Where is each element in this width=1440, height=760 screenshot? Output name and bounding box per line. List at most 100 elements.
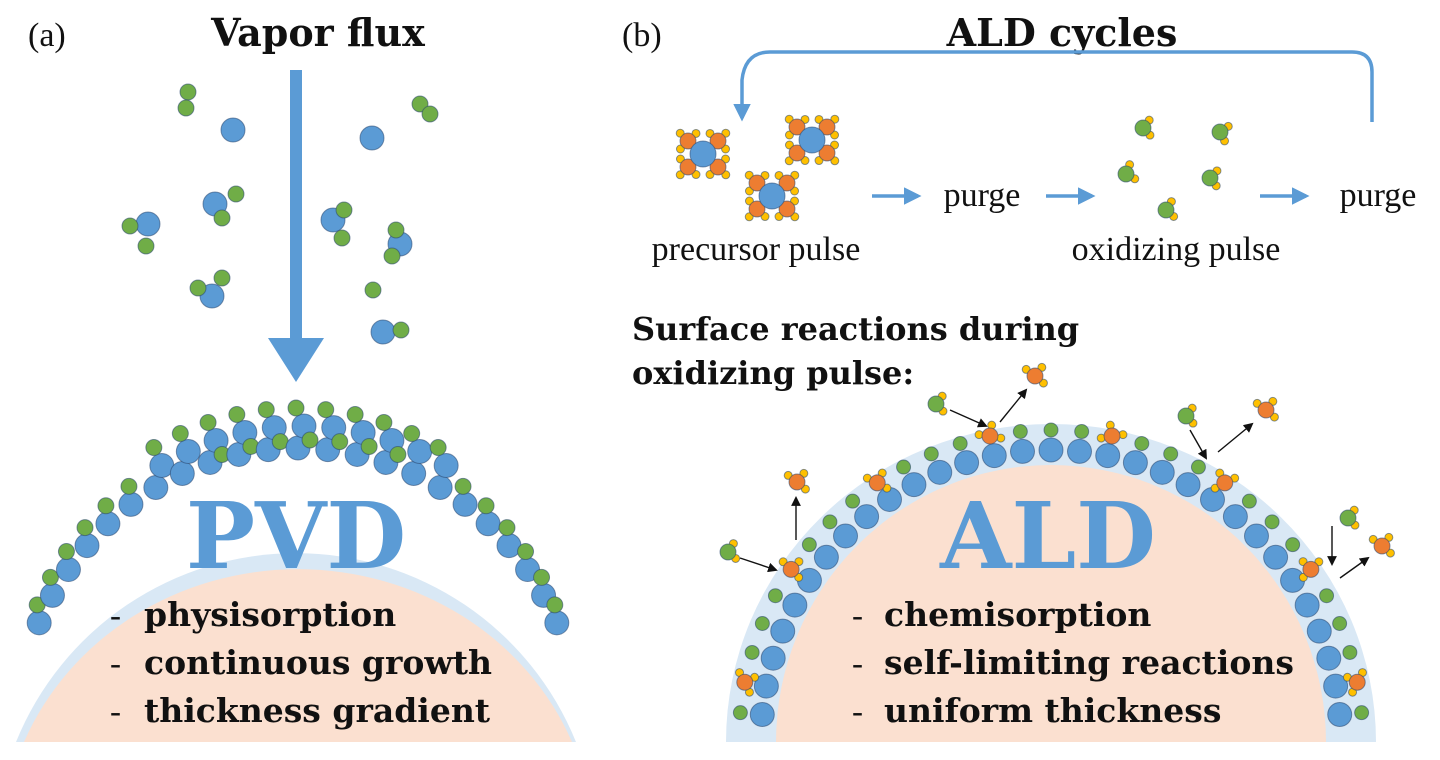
oxygen-atom (429, 439, 447, 457)
panel-b-tag: (b) (622, 17, 662, 54)
ligand-atom (818, 144, 836, 162)
oxygen-atom (896, 459, 912, 475)
oxidizer-molecule (1201, 166, 1222, 191)
metal-atom (118, 491, 144, 517)
ligand-group (784, 140, 810, 166)
ligand-atom (981, 427, 999, 445)
oxygen-atom (137, 237, 155, 255)
metal-atom (1222, 504, 1248, 530)
oxygen-atom (403, 425, 421, 443)
bullet-dash: - (852, 598, 863, 634)
oxygen-atom (1201, 169, 1219, 187)
bullet-dash: - (110, 646, 121, 682)
oxidizer-molecule (719, 539, 741, 563)
metal-atom (1175, 472, 1201, 498)
metal-atom (135, 211, 161, 237)
metal-atom (496, 533, 522, 559)
oxygen-atom (228, 405, 246, 423)
pvd-label: PVD (186, 482, 406, 590)
metal-atom (1122, 450, 1148, 476)
surface-reactions-heading-line1: Surface reactions during (632, 310, 1079, 348)
oxygen-atom (477, 497, 495, 515)
oxygen-atom (1319, 588, 1335, 604)
ligand-atom (748, 174, 766, 192)
pvd-bullet-list: - physisorption - continuous growth - th… (110, 595, 492, 730)
ligand-group (814, 114, 840, 140)
reaction-arrow (1339, 556, 1370, 579)
pvd-bullet-thickness-gradient: thickness gradient (144, 691, 491, 730)
metal-atom (1316, 645, 1342, 671)
metal-atom (1263, 544, 1289, 570)
metal-atom (1067, 438, 1093, 464)
metal-atom (1294, 592, 1320, 618)
oxygen-atom (76, 519, 94, 537)
metal-atom (370, 319, 396, 345)
metal-atom (1243, 523, 1269, 549)
metal-atom (758, 182, 786, 210)
reaction-arrow (999, 388, 1028, 423)
oxygen-atom (179, 83, 197, 101)
oxygen-atom (387, 221, 405, 239)
ligand-atom (788, 118, 806, 136)
bullet-dash: - (110, 598, 121, 634)
oxygen-atom (213, 269, 231, 287)
oxygen-atom (287, 399, 305, 417)
ligand-group (778, 557, 804, 582)
oxygen-atom (1354, 705, 1370, 721)
ligand-group (1342, 668, 1367, 697)
pvd-bullet-physisorption: physisorption (144, 595, 396, 634)
ligand-atom (778, 174, 796, 192)
oxygen-atom (375, 413, 393, 431)
oxidizer-molecule (1177, 403, 1198, 428)
oxygen-atom (1157, 201, 1175, 219)
metal-atom (220, 117, 246, 143)
oxygen-atom (801, 537, 817, 553)
cycle-loop-arrow (733, 50, 1374, 122)
ald-label: ALD (939, 482, 1156, 590)
oxidizer-molecule (1339, 505, 1360, 530)
ligand-group (1298, 557, 1324, 582)
ligand-atom (818, 118, 836, 136)
metal-atom (770, 618, 796, 644)
ligand-atom (736, 673, 754, 691)
bullet-dash: - (852, 694, 863, 730)
oxygen-atom (1211, 123, 1229, 141)
pvd-bullet-continuous-growth: continuous growth (144, 643, 492, 682)
oxygen-atom (822, 514, 838, 530)
metal-atom (1327, 702, 1353, 728)
oxygen-atom (145, 439, 163, 457)
ligand-atom (1257, 401, 1275, 419)
oxidizer-molecule (1117, 160, 1140, 184)
reaction-arrow (949, 409, 988, 428)
oxygen-atom (360, 437, 378, 455)
oxidizer-molecule (1134, 115, 1155, 140)
oxygen-atom (1342, 644, 1358, 660)
reaction-arrow (1189, 429, 1207, 460)
oxygen-atom (498, 519, 516, 537)
metal-atom (433, 453, 459, 479)
ligand-atom (1103, 427, 1121, 445)
ligand-group (705, 128, 731, 154)
metal-atom (175, 439, 201, 465)
ligand-group (1368, 532, 1395, 558)
panel-b: (b) ALD cycles precursor pulse purge oxi… (622, 10, 1416, 742)
panel-a-tag: (a) (28, 17, 66, 54)
oxygen-atom (213, 209, 231, 227)
oxygen-atom (301, 431, 319, 449)
oxygen-atom (335, 201, 353, 219)
oxygen-atom (177, 99, 195, 117)
oxygen-atom (732, 705, 748, 721)
ald-cycles-title: ALD cycles (946, 10, 1178, 55)
ligand-group (744, 196, 770, 222)
ligand-atom (868, 474, 886, 492)
oxygen-atom (1134, 436, 1150, 452)
ligand-atom (788, 473, 806, 491)
reaction-arrow (1217, 422, 1254, 453)
metal-atom (55, 557, 81, 583)
metal-atom (813, 544, 839, 570)
metal-atom (954, 450, 980, 476)
oxygen-atom (189, 279, 207, 297)
oxygen-atom (927, 395, 945, 413)
ald-bullet-list: - chemisorption - self-limiting reaction… (852, 595, 1294, 730)
